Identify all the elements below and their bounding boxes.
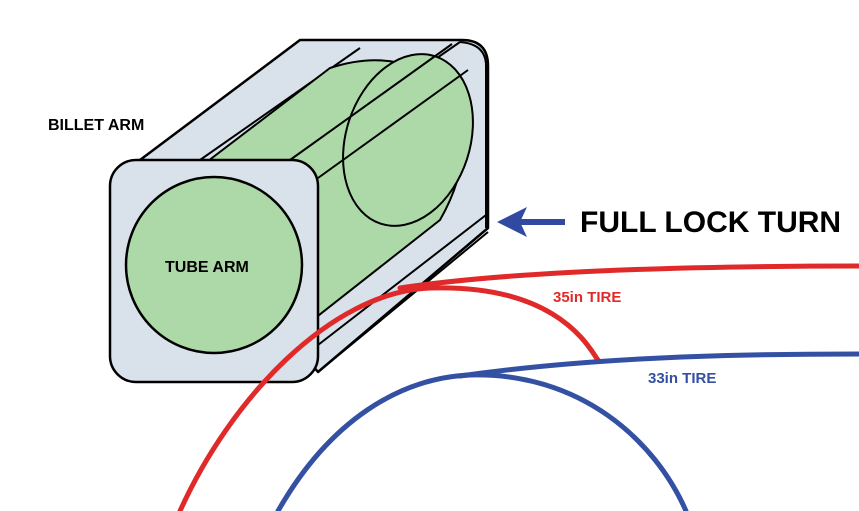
tire-33-label: 33in TIRE bbox=[648, 370, 716, 387]
billet-arm-bottom-edge bbox=[317, 214, 487, 346]
billet-arm bbox=[108, 38, 490, 384]
tube-arm-label: TUBE ARM bbox=[165, 259, 249, 276]
tire-33-path bbox=[275, 351, 859, 511]
arrow-left-icon bbox=[497, 207, 565, 237]
tire-35-path bbox=[177, 263, 859, 511]
tube-arm-seam bbox=[317, 69, 469, 179]
billet-arm-label: BILLET ARM bbox=[48, 117, 144, 134]
tire-35-outer-curve bbox=[177, 285, 601, 511]
tube-arm-front-face bbox=[124, 175, 304, 355]
tire-33-top-line bbox=[457, 351, 859, 379]
tire-35-label: 35in TIRE bbox=[553, 289, 621, 306]
tube-arm-seam bbox=[289, 43, 453, 161]
full-lock-turn-label: FULL LOCK TURN bbox=[580, 206, 841, 239]
billet-arm-bottom-edge bbox=[317, 231, 489, 373]
billet-arm-back-edge bbox=[459, 41, 487, 228]
tire-35-top-line bbox=[397, 263, 859, 291]
tire-33-outer-curve bbox=[275, 372, 689, 511]
